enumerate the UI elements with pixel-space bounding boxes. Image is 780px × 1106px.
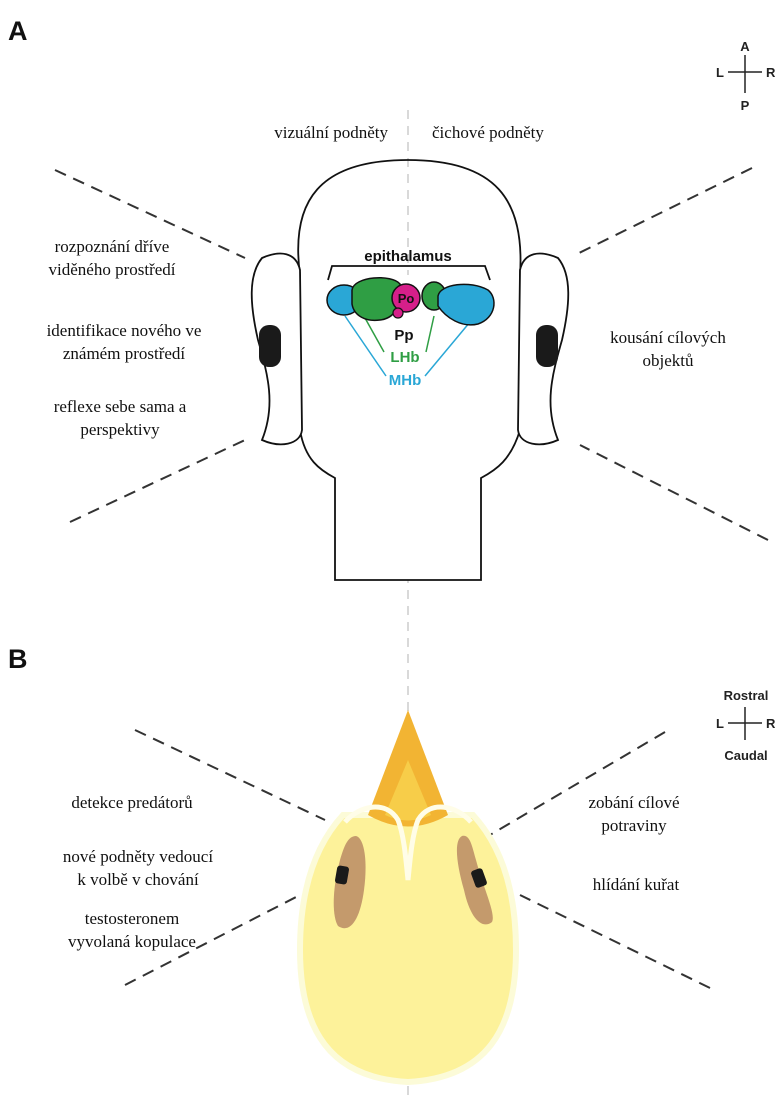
function-label: nové podněty vedoucí bbox=[63, 847, 213, 866]
function-label: viděného prostředí bbox=[49, 260, 176, 279]
function-label: rozpoznání dříve bbox=[55, 237, 170, 256]
function-label: hlídání kuřat bbox=[593, 875, 680, 894]
header-visual-stimuli: vizuální podněty bbox=[274, 123, 388, 142]
function-label: známém prostředí bbox=[63, 344, 186, 363]
compass-left: L bbox=[716, 716, 724, 731]
pp-label: Pp bbox=[394, 327, 413, 344]
chick-head bbox=[300, 815, 516, 1082]
lhb-label: LHb bbox=[390, 349, 419, 366]
compass-right: R bbox=[766, 716, 776, 731]
po-label: Po bbox=[398, 291, 415, 306]
compass-right: R bbox=[766, 65, 776, 80]
function-label: reflexe sebe sama a bbox=[54, 397, 187, 416]
left-eye bbox=[259, 325, 281, 367]
function-label: objektů bbox=[643, 351, 694, 370]
function-label: potraviny bbox=[601, 816, 667, 835]
function-label: zobání cílové bbox=[588, 793, 679, 812]
panel-b-compass: Rostral L R Caudal bbox=[716, 688, 776, 763]
panel-a-left-functions: rozpoznání dříve viděného prostředí iden… bbox=[47, 237, 202, 439]
panel-a-letter: A bbox=[8, 16, 28, 46]
function-label: kousání cílových bbox=[610, 328, 726, 347]
panel-b-right-functions: zobání cílové potraviny hlídání kuřat bbox=[588, 793, 679, 894]
mhb-label: MHb bbox=[389, 372, 422, 389]
function-label: vyvolaná kopulace bbox=[68, 932, 196, 951]
function-label: perspektivy bbox=[80, 420, 160, 439]
compass-anterior: A bbox=[740, 39, 750, 54]
right-eye bbox=[536, 325, 558, 367]
panel-a-right-functions: kousání cílových objektů bbox=[610, 328, 726, 370]
panel-a-compass: A L R P bbox=[716, 39, 776, 113]
panel-b-left-functions: detekce predátorů nové podněty vedoucí k… bbox=[63, 793, 213, 951]
compass-caudal: Caudal bbox=[724, 748, 767, 763]
compass-left: L bbox=[716, 65, 724, 80]
function-label: k volbě v chování bbox=[77, 870, 199, 889]
fish-body-outline bbox=[300, 275, 520, 580]
function-label: detekce predátorů bbox=[71, 793, 193, 812]
function-label: identifikace nového ve bbox=[47, 321, 202, 340]
function-label: testosteronem bbox=[85, 909, 179, 928]
compass-rostral: Rostral bbox=[724, 688, 769, 703]
epithalamus-label: epithalamus bbox=[364, 248, 452, 265]
parapineal-organ bbox=[393, 308, 403, 318]
header-olfactory-stimuli: čichové podněty bbox=[432, 123, 544, 142]
compass-posterior: P bbox=[741, 98, 750, 113]
panel-b-letter: B bbox=[8, 644, 28, 674]
